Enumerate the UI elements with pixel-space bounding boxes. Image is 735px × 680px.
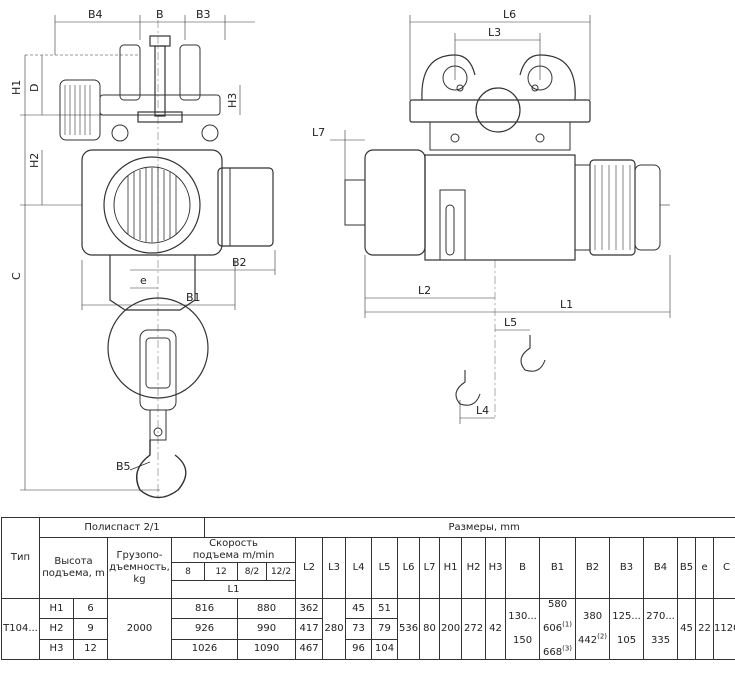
l1-label: L1: [170, 580, 297, 599]
height-code: H1: [39, 597, 74, 620]
table-row: H2 9 926 990 417 73 79: [2, 618, 735, 640]
col-B3: B3: [609, 537, 645, 599]
col-L6: L6: [397, 537, 421, 599]
c-value: 1120: [713, 598, 735, 660]
l5-value: 104: [371, 638, 399, 661]
label-B1: B1: [186, 291, 201, 304]
type-value: T104...: [1, 598, 40, 660]
height-value: 9: [73, 618, 108, 640]
l2-value: 362: [295, 597, 324, 620]
e-value: 22: [695, 598, 715, 660]
label-B5: B5: [116, 460, 131, 473]
label-H2: H2: [28, 153, 41, 168]
l7-value: 80: [419, 598, 441, 660]
l4-value: 45: [345, 597, 373, 620]
speed-12: 12: [204, 562, 239, 581]
label-B3: B3: [196, 8, 211, 21]
col-B1: B1: [539, 537, 577, 599]
label-L3: L3: [488, 26, 501, 39]
col-H2: H2: [461, 537, 487, 599]
label-L4: L4: [476, 404, 489, 417]
label-H1: H1: [10, 80, 23, 95]
capacity-value: 2000: [107, 598, 172, 660]
speed-header: Скорость подъема m/min: [170, 537, 297, 563]
height-value: 6: [73, 597, 108, 620]
col-e: e: [695, 537, 715, 599]
label-D: D: [28, 84, 41, 92]
speed-8: 8: [170, 562, 206, 581]
col-H3: H3: [485, 537, 507, 599]
col-C: C: [713, 537, 735, 599]
col-L4: L4: [345, 537, 373, 599]
table-row: T104... H1 6 2000 816 880 362 280 45 51 …: [1, 597, 735, 660]
l1-speed-12: 880: [237, 597, 297, 620]
col-B5: B5: [677, 537, 697, 599]
l1-speed-8: 816: [170, 597, 239, 620]
l4-value: 96: [345, 638, 373, 661]
label-C: C: [10, 272, 23, 280]
label-e: e: [140, 274, 147, 287]
height-value: 12: [73, 638, 108, 661]
dimensions-header: Размеры, mm: [204, 517, 735, 538]
capacity-header: Грузопо- дъемность, kg: [107, 537, 172, 599]
front-view: [20, 15, 276, 500]
col-B4: B4: [643, 537, 679, 599]
b1-value: 580 606(1) 668(3): [539, 598, 577, 660]
col-L2: L2: [295, 537, 324, 599]
b2-value: 380 442(2): [575, 598, 611, 660]
label-B: B: [156, 8, 164, 21]
height-code: H2: [39, 618, 74, 640]
polispast-header: Полиспаст 2/1: [38, 517, 206, 538]
b5-value: 45: [677, 598, 697, 660]
col-B2: B2: [575, 537, 611, 599]
l2-value: 417: [295, 618, 324, 640]
hoist-technical-drawing: B4 B B3 L6 L3 H1 D H3 H2 C e B2 B1 B5 L7…: [10, 8, 671, 500]
l5-value: 51: [371, 597, 399, 620]
specification-table: Тип Полиспаст 2/1 Размеры, mm Высота под…: [1, 517, 735, 661]
col-L7: L7: [419, 537, 441, 599]
label-H3: H3: [226, 93, 239, 108]
l1-speed-8: 926: [170, 618, 239, 640]
side-view: [330, 15, 671, 424]
l4-value: 73: [345, 618, 373, 640]
label-L5: L5: [504, 316, 517, 329]
table-row: H3 12 1026 1090 467 96 104: [2, 638, 735, 661]
l1-speed-12: 990: [237, 618, 297, 640]
l3-value: 280: [322, 598, 347, 660]
l5-value: 79: [371, 618, 399, 640]
b4-value: 270... 335: [643, 598, 679, 660]
label-L7: L7: [312, 126, 325, 139]
label-L2: L2: [418, 284, 431, 297]
l6-value: 536: [397, 598, 421, 660]
col-B: B: [505, 537, 541, 599]
l1-speed-12: 1090: [237, 638, 297, 661]
b-value: 130... 150: [505, 598, 541, 660]
h1-value: 200: [439, 598, 463, 660]
label-L1: L1: [560, 298, 573, 311]
label-B4: B4: [88, 8, 103, 21]
l2-value: 467: [295, 638, 324, 661]
col-L3: L3: [322, 537, 347, 599]
h3-value: 42: [485, 598, 507, 660]
h2-value: 272: [461, 598, 487, 660]
height-header: Высота подъема, m: [39, 537, 108, 599]
speed-8-2: 8/2: [237, 562, 268, 581]
label-B2: B2: [232, 256, 247, 269]
b3-value: 125... 105: [609, 598, 645, 660]
label-L6: L6: [503, 8, 516, 21]
col-H1: H1: [439, 537, 463, 599]
speed-12-2: 12/2: [266, 562, 297, 581]
height-code: H3: [39, 638, 74, 661]
col-L5: L5: [371, 537, 399, 599]
type-header: Тип: [1, 517, 40, 599]
l1-speed-8: 1026: [170, 638, 239, 661]
